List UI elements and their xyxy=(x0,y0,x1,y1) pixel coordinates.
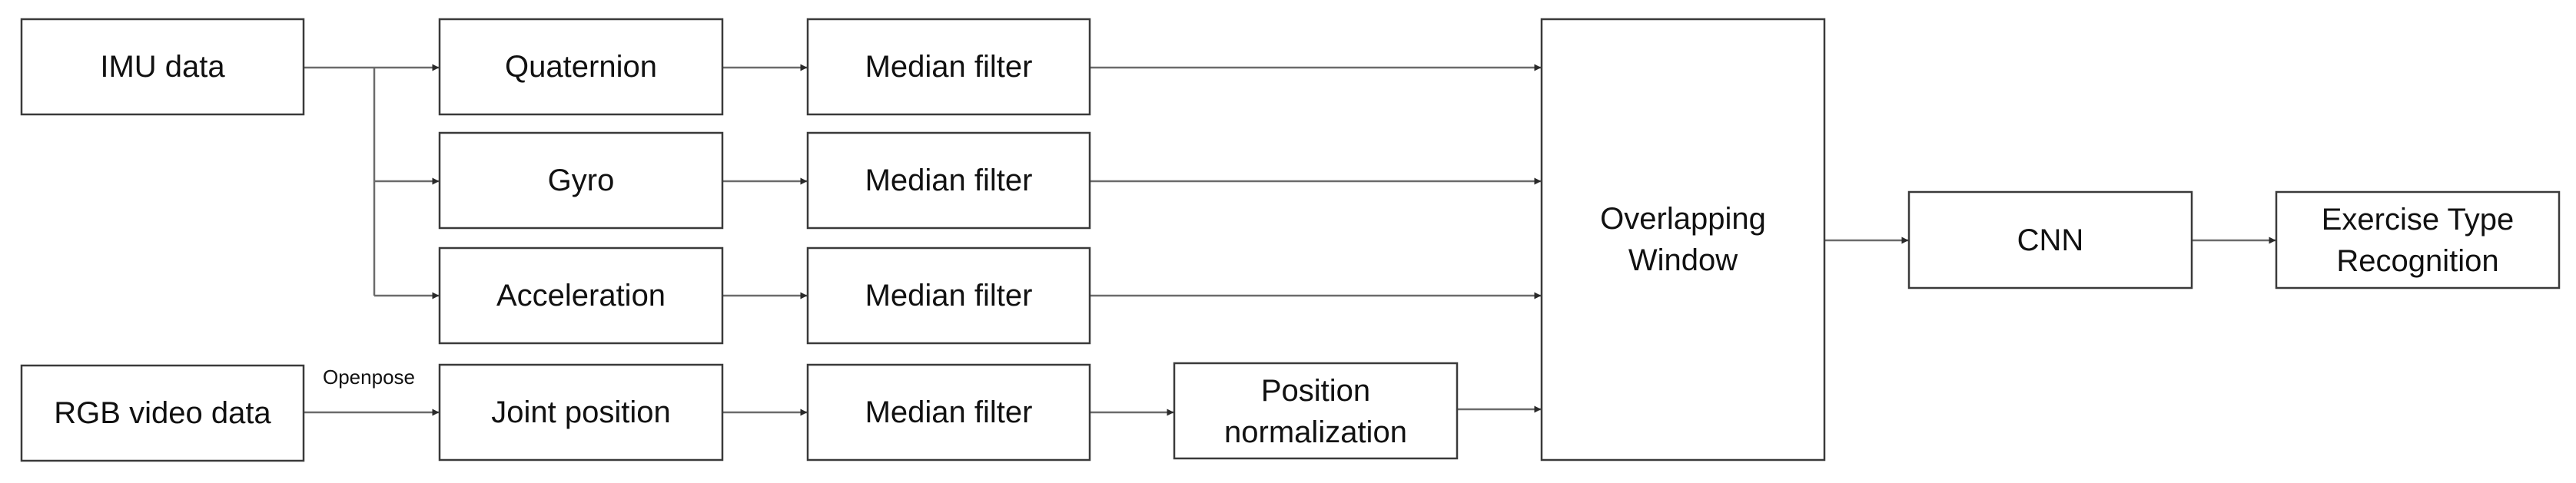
openpose-label: Openpose xyxy=(323,366,415,389)
node-cnn: CNN xyxy=(1907,190,2193,289)
node-median-filter-2: Median filter xyxy=(806,131,1091,230)
node-gyro: Gyro xyxy=(438,131,724,230)
node-median-filter-1-label: Median filter xyxy=(865,50,1033,84)
node-exercise-type-recognition: Exercise Type Recognition xyxy=(2275,190,2561,289)
edges xyxy=(304,64,2276,416)
node-position-normalization-label-line2: normalization xyxy=(1224,415,1407,449)
node-overlapping-window-label-line2: Window xyxy=(1628,243,1738,277)
node-overlapping-window: Overlapping Window xyxy=(1540,18,1826,461)
node-joint-position: Joint position xyxy=(438,363,724,461)
node-overlapping-window-label-line1: Overlapping xyxy=(1600,202,1766,236)
node-rgb-video-data-label: RGB video data xyxy=(54,396,271,430)
node-exercise-type-recognition-label-line2: Recognition xyxy=(2336,244,2498,278)
node-imu-data: IMU data xyxy=(20,18,305,116)
node-exercise-type-recognition-label-line1: Exercise Type xyxy=(2322,203,2515,237)
node-gyro-label: Gyro xyxy=(548,164,615,197)
node-acceleration-label: Acceleration xyxy=(496,279,666,313)
node-acceleration: Acceleration xyxy=(438,246,724,345)
node-median-filter-4-label: Median filter xyxy=(865,395,1033,429)
node-position-normalization-label-line1: Position xyxy=(1261,374,1370,408)
node-median-filter-1: Median filter xyxy=(806,18,1091,116)
node-quaternion-label: Quaternion xyxy=(505,50,657,84)
node-median-filter-2-label: Median filter xyxy=(865,164,1033,197)
node-imu-data-label: IMU data xyxy=(100,50,225,84)
node-joint-position-label: Joint position xyxy=(491,395,670,429)
node-quaternion: Quaternion xyxy=(438,18,724,116)
node-cnn-label: CNN xyxy=(2017,223,2084,257)
node-position-normalization: Position normalization xyxy=(1173,362,1459,460)
node-median-filter-3-label: Median filter xyxy=(865,279,1033,313)
node-median-filter-3: Median filter xyxy=(806,246,1091,345)
node-median-filter-4: Median filter xyxy=(806,363,1091,461)
node-rgb-video-data: RGB video data xyxy=(20,364,305,462)
